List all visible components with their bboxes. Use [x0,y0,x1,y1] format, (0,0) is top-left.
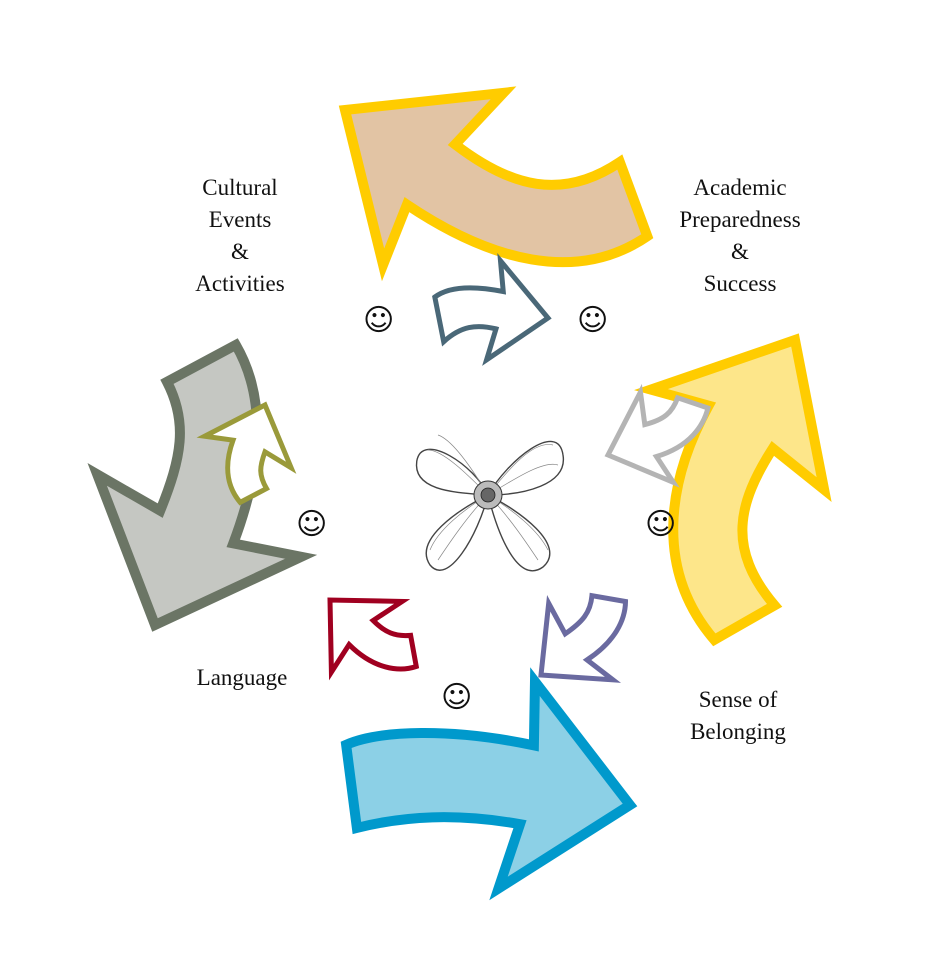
label-line: & [731,239,749,264]
label-line: Success [703,271,777,296]
large-arrow-left-shape [87,338,318,632]
small-arrow-top-shape [432,253,552,366]
small-arrow-upleft-shape [196,401,297,506]
label-line: Sense of [698,687,778,712]
large-arrow-right [634,333,832,647]
small-arrow-bottom-shape [538,592,629,683]
small-arrow-top [432,253,552,366]
label-line: Academic [693,175,787,200]
large-arrow-bottom-shape [340,667,638,901]
label-line: Preparedness [679,207,801,232]
label-cultural-events: Cultural Events & Activities [180,172,300,300]
label-language: Language [180,662,304,694]
small-arrow-bottom [538,592,629,683]
small-arrow-right-shape [604,383,711,488]
large-arrow-bottom [340,667,638,901]
label-line: Cultural [202,175,278,200]
label-line: Activities [195,271,285,296]
dogwood-flower-icon [416,434,564,572]
label-line: Events [208,207,272,232]
small-arrow-left [327,597,420,681]
smiley-face-icon: ☺ [441,680,473,715]
large-arrow-top [338,86,654,282]
small-arrow-right [604,383,711,488]
large-arrow-left [87,338,318,632]
label-line: Belonging [690,719,786,744]
small-arrow-left-shape [327,597,420,681]
label-line: Language [196,665,288,690]
smiley-face-icon: ☺ [577,303,609,338]
smiley-face-icon: ☺ [363,303,395,338]
label-line: & [231,239,249,264]
large-arrow-right-shape [634,333,832,647]
label-academic: Academic Preparedness & Success [660,172,820,300]
small-arrow-upleft [196,401,297,506]
large-arrow-top-shape [338,86,654,282]
smiley-face-icon: ☺ [645,507,677,542]
smiley-face-icon: ☺ [296,507,328,542]
label-sense-of-belonging: Sense of Belonging [668,684,808,748]
